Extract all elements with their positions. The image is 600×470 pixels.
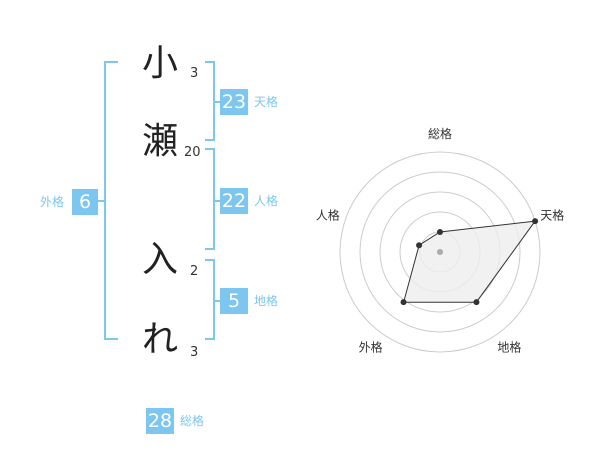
radar-grid-ring-4 <box>359 171 521 333</box>
tenkaku-bracket-top <box>205 61 215 63</box>
jinkaku-bracket <box>213 148 215 250</box>
jinkaku-label: 人格 <box>254 194 279 208</box>
chikaku-bracket-top <box>205 259 215 261</box>
tenkaku-value: 23 <box>220 89 248 115</box>
tenkaku-bracket-tick <box>214 101 220 103</box>
stroke-count-4: 3 <box>190 345 199 360</box>
radar-point-1 <box>437 229 443 235</box>
radar-grid-ring-5 <box>339 151 541 353</box>
gaikaku-bracket-top <box>104 61 118 63</box>
radar-axis-label-5: 人格 <box>316 208 340 223</box>
radar-axis-label-2: 天格 <box>540 208 564 223</box>
chikaku-bracket <box>213 259 215 340</box>
gaikaku-label: 外格 <box>40 195 65 209</box>
name-char-3: 入 <box>141 239 178 280</box>
jinkaku-bracket-tick <box>214 200 220 202</box>
tenkaku-bracket-bottom <box>205 139 215 141</box>
name-char-4: れ <box>141 319 178 360</box>
radar-point-2 <box>532 218 539 225</box>
soukaku-value: 28 <box>146 408 174 434</box>
radar-point-3 <box>473 299 480 306</box>
radar-point-5 <box>416 242 423 249</box>
chikaku-value: 5 <box>220 288 248 314</box>
jinkaku-bracket-bottom <box>205 248 215 250</box>
chikaku-bracket-tick <box>214 300 220 302</box>
name-char-1: 小 <box>141 43 178 84</box>
radar-center-dot <box>437 249 443 255</box>
stroke-count-3: 2 <box>190 264 199 279</box>
soukaku-label: 総格 <box>180 414 205 428</box>
chikaku-bracket-bottom <box>205 338 215 340</box>
tenkaku-label: 天格 <box>254 95 279 109</box>
radar-score-polygon <box>402 220 537 303</box>
gaikaku-bracket-bottom <box>104 338 118 340</box>
gaikaku-bracket-tick <box>98 200 105 202</box>
gaikaku-value: 6 <box>72 189 98 215</box>
stroke-count-1: 3 <box>190 66 199 81</box>
jinkaku-bracket-top <box>205 148 215 150</box>
chikaku-label: 地格 <box>254 294 279 308</box>
radar-axis-label-4: 外格 <box>359 340 383 355</box>
jinkaku-value: 22 <box>220 188 248 214</box>
radar-point-4 <box>400 299 407 306</box>
radar-axis-label-1: 総格 <box>428 126 452 141</box>
name-char-2: 瀬 <box>141 121 178 162</box>
radar-axis-label-3: 地格 <box>497 340 521 355</box>
stroke-count-2: 20 <box>184 145 201 160</box>
gaikaku-bracket <box>104 61 106 340</box>
